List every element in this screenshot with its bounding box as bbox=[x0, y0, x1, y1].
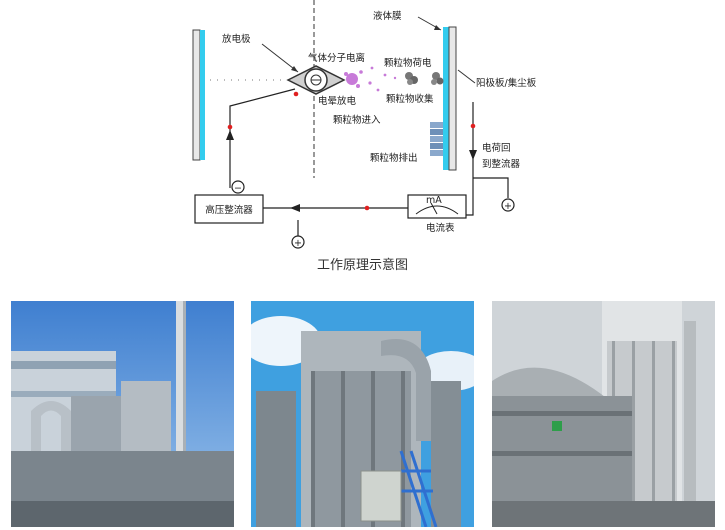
particle-clusters bbox=[405, 72, 444, 85]
hv-rectifier-label: 高压整流器 bbox=[205, 204, 253, 216]
ammeter-label: 电流表 bbox=[426, 222, 455, 234]
photo-wet-esp-tower bbox=[251, 301, 474, 527]
wire-dot-4 bbox=[470, 123, 476, 129]
label-anode-collector: 阳极板/集尘板 bbox=[476, 77, 537, 89]
hv-rectifier-box bbox=[194, 194, 264, 224]
wire-arrow-up bbox=[226, 130, 234, 140]
ground-symbol-right: + bbox=[501, 198, 515, 212]
right-liquid-film bbox=[443, 27, 449, 170]
circuit-wires bbox=[229, 88, 509, 236]
label-gas-ionization: 气体分子电离 bbox=[308, 52, 365, 64]
photo-dust-collector-with-ducts bbox=[492, 301, 715, 527]
wire-arrow-down bbox=[469, 150, 477, 160]
discharge-electrode bbox=[286, 65, 346, 95]
svg-text:−: − bbox=[234, 183, 242, 194]
wire-dot-3 bbox=[364, 205, 370, 211]
left-plate-film bbox=[200, 30, 205, 160]
label-particle-charging: 颗粒物荷电 bbox=[384, 57, 432, 69]
left-plate bbox=[192, 29, 201, 161]
label-particle-inlet: 颗粒物进入 bbox=[333, 114, 381, 126]
svg-text:+: + bbox=[294, 238, 302, 249]
negative-terminal: − bbox=[231, 180, 245, 194]
collected-dust-stack bbox=[430, 122, 443, 156]
leader-anode bbox=[457, 69, 476, 84]
leader-discharge-electrode bbox=[261, 43, 299, 73]
photo-industrial-plant-with-chimney bbox=[11, 301, 234, 527]
label-particle-collection: 颗粒物收集 bbox=[386, 93, 434, 105]
wire-dot-1 bbox=[227, 124, 233, 130]
ammeter: mA bbox=[407, 194, 467, 219]
wire-arrow-left bbox=[290, 204, 300, 212]
charged-particles bbox=[344, 66, 397, 92]
working-principle-diagram: 高压整流器 − + + mA 电流表 放电极 气体分子电离 电晕放电 颗粒物进入… bbox=[192, 0, 537, 249]
right-collector-plate bbox=[448, 26, 457, 171]
label-charge-return-2: 到整流器 bbox=[482, 158, 521, 170]
wire-dot-2 bbox=[293, 91, 299, 97]
svg-text:mA: mA bbox=[426, 195, 442, 206]
svg-text:+: + bbox=[504, 201, 512, 212]
label-discharge-electrode: 放电极 bbox=[222, 33, 251, 45]
ground-symbol-left: + bbox=[291, 235, 305, 249]
label-charge-return-1: 电荷回 bbox=[482, 142, 511, 154]
label-particle-outlet: 颗粒物排出 bbox=[370, 152, 418, 164]
label-corona-discharge: 电晕放电 bbox=[318, 95, 357, 107]
label-liquid-film: 液体膜 bbox=[373, 10, 402, 22]
diagram-caption: 工作原理示意图 bbox=[316, 258, 408, 273]
